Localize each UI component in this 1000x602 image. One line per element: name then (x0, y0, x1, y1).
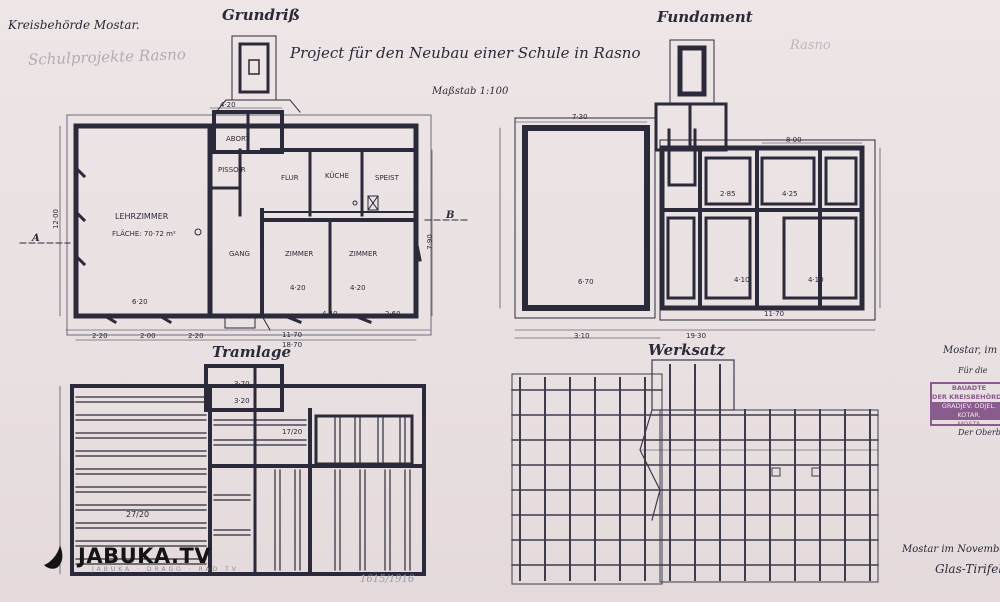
tramlage-plan (59, 364, 426, 576)
room-zimmer-2: ZIMMER (349, 250, 378, 258)
werksatz-heading: Werksatz (648, 341, 726, 359)
room-flur: FLUR (281, 174, 299, 182)
room-flaeche: FLÄCHE: 70·72 m² (112, 230, 176, 238)
fundament-walls-left (522, 125, 650, 311)
dim-g-bottom-c: 2·20 (188, 332, 204, 340)
note-fuer-die: Für die (958, 366, 988, 375)
note-oberbau: Der Oberbau (958, 428, 1000, 437)
dim-g-zimmer-1: 4·20 (290, 284, 306, 292)
ghost-text-right: Rasno (790, 38, 831, 53)
dim-t-beam-2: 17/20 (282, 428, 303, 436)
stamp-line-1: BAUADTE (951, 384, 987, 392)
project-title: Project für den Neubau einer Schule in R… (290, 44, 641, 62)
dim-g-total-outer: 18·70 (282, 341, 303, 349)
dim-g-bottom-b: 2·00 (140, 332, 156, 340)
room-pissoir: PISSOIR (218, 166, 246, 174)
dim-f-inner-a: 6·70 (578, 278, 594, 286)
dim-t-beam: 27/20 (126, 510, 150, 519)
stamp-line-2: DER KREISBEHÖRDE (932, 393, 1000, 401)
office-heading: Kreisbehörde Mostar. (8, 18, 140, 32)
fundament-heading: Fundament (657, 8, 753, 26)
dim-f-top-right: 8·00 (786, 136, 802, 144)
dim-f-inner-b: 4·10 (734, 276, 750, 284)
dim-f-inner-c: 4·10 (808, 276, 824, 284)
section-mark-b: B (446, 210, 455, 221)
room-gang: GANG (229, 250, 250, 258)
watermark-logo: JABUKA.TV (40, 541, 211, 571)
signature: Glas-Tirifel (935, 562, 1000, 576)
fundament-walls-right (659, 145, 865, 311)
section-mark-a: A (32, 233, 40, 244)
stamp-line-3: GRADJEV. ODJEL. KOTAR. (932, 402, 1000, 420)
apple-logo-icon (44, 545, 63, 569)
dim-f-total-outer: 19·30 (686, 332, 707, 340)
tramlage-walls (70, 384, 426, 576)
dim-f-bottom-small: 3·10 (574, 332, 590, 340)
room-speist: SPEIST (375, 174, 399, 182)
dim-g-bottom-e: 2·60 (385, 310, 401, 318)
stamp-line-4: MOSTA (957, 420, 981, 428)
dim-g-top: 4·20 (220, 101, 236, 109)
room-zimmer-1: ZIMMER (285, 250, 314, 258)
watermark-subline: JABUKA · DRAGO · RAD TV (92, 566, 239, 573)
scale-note: Maßstab 1:100 (432, 86, 509, 97)
pencil-mark: 1615/1916 (360, 574, 415, 585)
dim-g-bottom-d: 4·40 (322, 310, 338, 318)
dim-f-total-inner: 11·70 (764, 310, 785, 318)
room-kueche: KÜCHE (325, 172, 350, 180)
dim-g-left-total: 12·00 (52, 208, 61, 230)
dim-t-room-a: 3·70 (234, 380, 250, 388)
tramlage-heading: Tramlage (212, 343, 292, 361)
dim-f-top-left: 7·30 (572, 113, 588, 121)
fundament-plan (499, 39, 881, 339)
dim-f-sub-a: 4·25 (782, 190, 798, 198)
dim-t-room-b: 3·20 (234, 397, 250, 405)
dim-g-lz-width: 6·20 (132, 298, 148, 306)
dim-g-bottom-a: 2·20 (92, 332, 108, 340)
room-abort: ABORT (226, 135, 250, 143)
watermark-name: JABUKA.TV (78, 544, 212, 568)
dim-g-right: 7·90 (425, 234, 434, 250)
grundriss-plan (19, 35, 471, 341)
werksatz-plan (511, 359, 879, 585)
room-lehrzimmer: LEHRZIMMER (115, 212, 169, 221)
note-mostar-november: Mostar im Novembe (902, 544, 1000, 555)
office-stamp: BAUADTE DER KREISBEHÖRDE GRADJEV. ODJEL.… (930, 382, 1000, 428)
dim-g-total-inner: 11·70 (282, 331, 303, 339)
note-place-date: Mostar, im Oc (943, 345, 1000, 356)
dim-g-zimmer-2: 4·20 (350, 284, 366, 292)
grundriss-heading: Grundriß (222, 6, 301, 24)
dim-f-sub-b: 2·85 (720, 190, 736, 198)
